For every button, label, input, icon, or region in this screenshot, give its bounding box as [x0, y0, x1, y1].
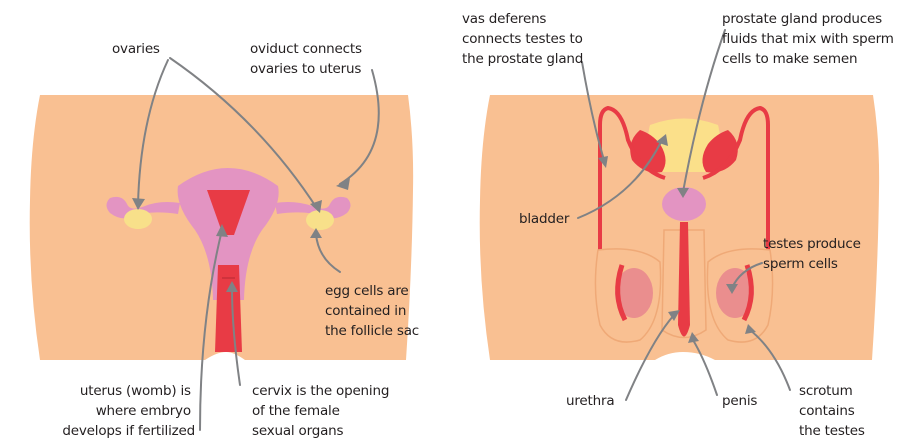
label-bladder: bladder	[519, 211, 570, 227]
label-ovaries: ovaries	[112, 41, 160, 57]
label-cervix: cervix is the opening of the female sexu…	[252, 383, 393, 439]
urethra	[678, 222, 690, 337]
label-egg-cells: egg cells are contained in the follicle …	[325, 283, 419, 339]
label-urethra: urethra	[566, 393, 614, 409]
label-penis: penis	[722, 393, 757, 409]
male-figure	[480, 95, 879, 360]
label-prostate: prostate gland produces fluids that mix …	[722, 11, 898, 67]
label-oviduct: oviduct connects ovaries to uterus	[250, 41, 366, 77]
label-scrotum: scrotum contains the testes	[799, 383, 865, 439]
label-uterus: uterus (womb) is where embryo develops i…	[62, 383, 195, 439]
left-ovary	[124, 209, 152, 229]
label-vas-deferens: vas deferens connects testes to the pros…	[462, 11, 587, 67]
